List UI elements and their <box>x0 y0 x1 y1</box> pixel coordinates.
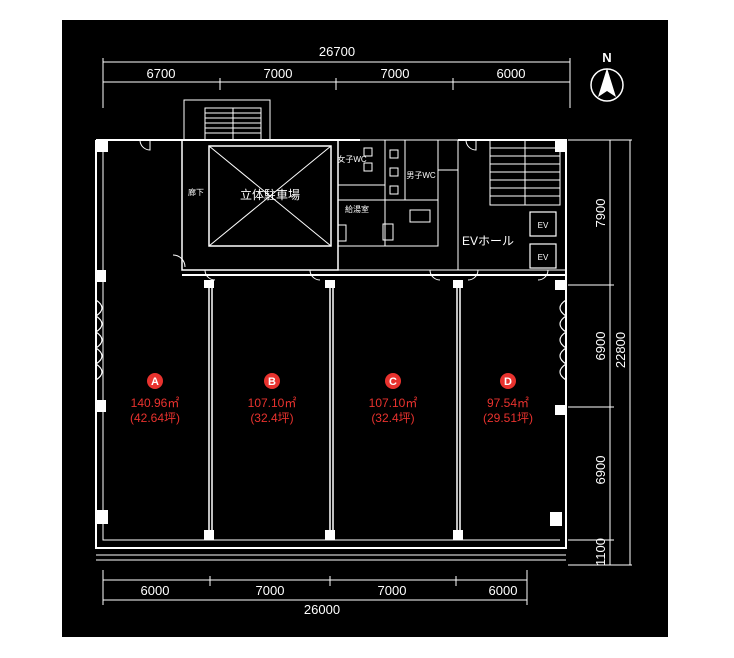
bottom-dimension-2: 7000 <box>256 583 285 598</box>
unit-c-letter: C <box>389 376 397 388</box>
unit-d-marker <box>500 373 516 389</box>
unit-c: C 107.10㎡ (32.4坪) <box>369 373 418 425</box>
unit-a-area: 140.96㎡ <box>131 396 180 410</box>
unit-c-area: 107.10㎡ <box>369 396 418 410</box>
ev-core <box>437 139 567 271</box>
right-dimension-3: 6900 <box>593 456 608 485</box>
women-wc-label: 女子WC <box>337 154 367 164</box>
unit-c-tsubo: (32.4坪) <box>371 411 414 425</box>
men-wc-label: 男子WC <box>406 171 436 180</box>
north-arrow-icon <box>590 68 624 102</box>
bottom-dimension-lines <box>102 570 528 605</box>
unit-partitions <box>208 288 461 530</box>
right-dimension-4: 1100 <box>593 538 608 566</box>
unit-d-tsubo: (29.51坪) <box>483 411 533 425</box>
kitchen-label: 給湯室 <box>345 204 369 214</box>
unit-a-letter: A <box>151 376 159 388</box>
unit-d-area: 97.54㎡ <box>487 396 529 410</box>
unit-b-letter: B <box>268 376 276 388</box>
side-windows <box>94 299 568 381</box>
structural-columns <box>96 140 567 540</box>
unit-b-area: 107.10㎡ <box>248 396 297 410</box>
unit-a: A 140.96㎡ (42.64坪) <box>130 373 180 425</box>
bottom-dimension-1: 6000 <box>141 583 170 598</box>
unit-c-marker <box>385 373 401 389</box>
north-label: N <box>602 50 611 65</box>
elevator-2-box: EV <box>529 243 557 269</box>
unit-d-letter: D <box>504 376 512 388</box>
parking-label: 立体駐車場 <box>240 187 300 202</box>
door-swings <box>139 139 549 281</box>
bottom-dimension-3: 7000 <box>378 583 407 598</box>
top-dimension-1: 6700 <box>147 66 176 81</box>
elevator-1-box: EV <box>529 211 557 237</box>
unit-d: D 97.54㎡ (29.51坪) <box>483 373 533 425</box>
top-total-dimension: 26700 <box>319 44 355 59</box>
ev-hall-label: EVホール <box>462 234 514 248</box>
top-dimension-4: 6000 <box>497 66 526 81</box>
unit-a-marker <box>147 373 163 389</box>
bottom-dimension-4: 6000 <box>489 583 518 598</box>
right-dimension-lines <box>568 139 632 566</box>
corridor-label: 廊下 <box>188 187 204 197</box>
right-dimension-2: 6900 <box>593 332 608 361</box>
unit-a-tsubo: (42.64坪) <box>130 411 180 425</box>
wc-block <box>337 139 439 247</box>
plan-background <box>62 20 668 637</box>
unit-b-tsubo: (32.4坪) <box>250 411 293 425</box>
elevator-2-label: EV <box>538 253 549 262</box>
right-total-dimension: 22800 <box>613 332 628 368</box>
elevator-1-label: EV <box>538 221 549 230</box>
bottom-total-dimension: 26000 <box>304 602 340 617</box>
unit-b-marker <box>264 373 280 389</box>
top-dimension-3: 7000 <box>381 66 410 81</box>
right-dimension-1: 7900 <box>593 199 608 228</box>
unit-b: B 107.10㎡ (32.4坪) <box>248 373 297 425</box>
top-dimension-2: 7000 <box>264 66 293 81</box>
top-dimension-lines <box>102 58 571 108</box>
